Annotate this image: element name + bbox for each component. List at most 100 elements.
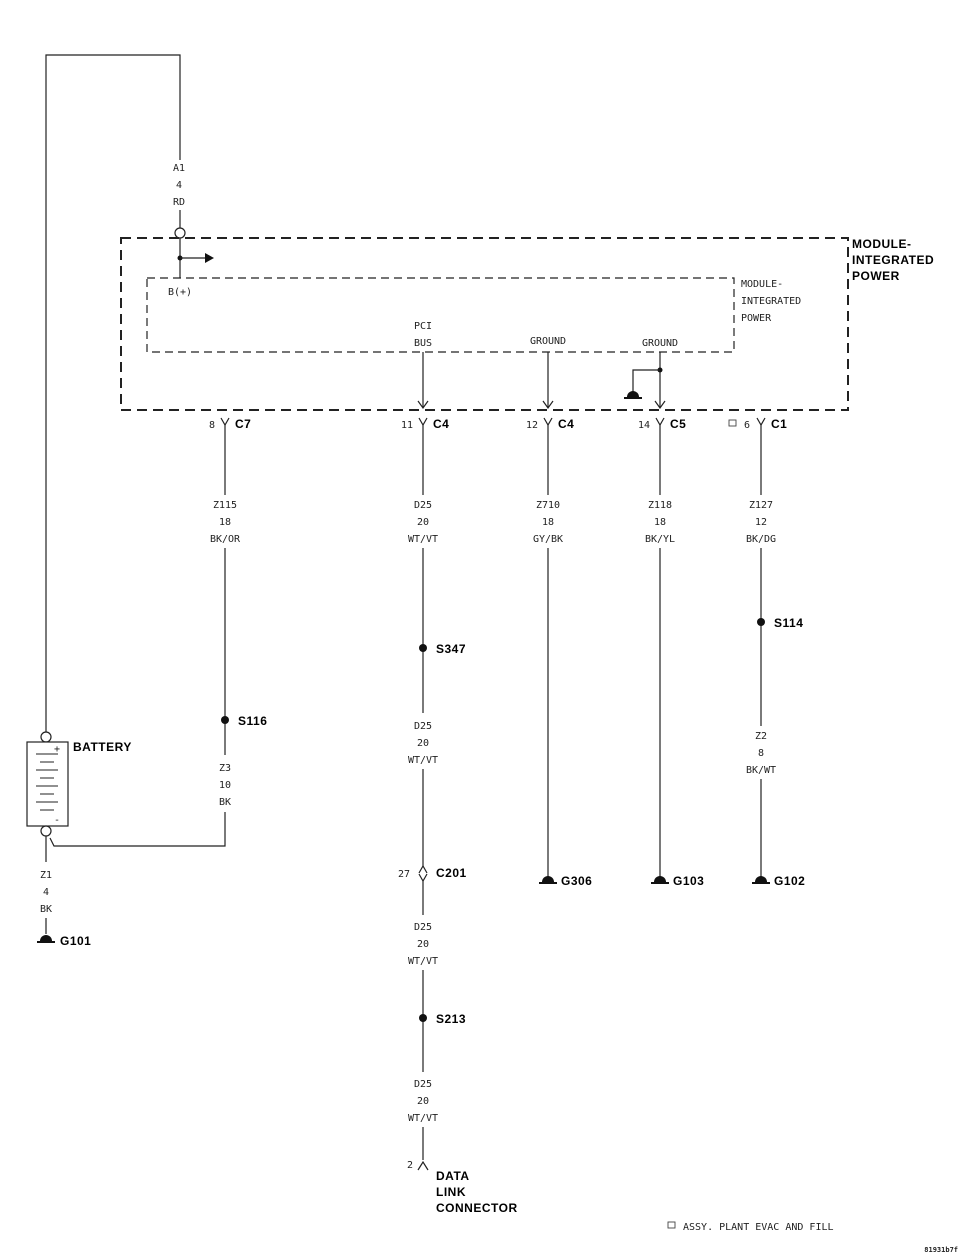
- connector-c201-icon: [418, 864, 428, 883]
- ground-g103-icon: [651, 876, 669, 884]
- internal-ground-icon: [624, 391, 642, 399]
- wire-d25d-gauge: 20: [417, 1096, 429, 1107]
- connector-c5: 14 C5: [638, 417, 686, 431]
- connector-name: C4: [433, 417, 449, 431]
- connector-pin: 12: [526, 420, 538, 431]
- legend-text: ASSY. PLANT EVAC AND FILL: [683, 1222, 834, 1233]
- splice-s347: [419, 644, 427, 652]
- battery-plus: +: [54, 744, 60, 755]
- connector-pin: 11: [401, 420, 413, 431]
- ground-g103-label: G103: [673, 874, 704, 888]
- wire-z1-circuit: Z1: [40, 870, 52, 881]
- module-outer-title-3: POWER: [852, 269, 900, 283]
- feed-circuit: A1: [173, 163, 185, 174]
- pci-label-2: BUS: [414, 338, 432, 349]
- battery-feed-wire: [45, 54, 186, 732]
- connector-name: C5: [670, 417, 686, 431]
- wire-z710-gauge: 18: [542, 517, 554, 528]
- wire-d25b-circuit: D25: [414, 721, 432, 732]
- dlc-connector-icon: [417, 1160, 429, 1171]
- module-inner-box: [146, 277, 735, 353]
- ground-g101-label: G101: [60, 934, 91, 948]
- wire-z3-circuit: Z3: [219, 763, 231, 774]
- wire-z115-color: BK/OR: [210, 534, 241, 545]
- pci-label-1: PCI: [414, 321, 432, 332]
- dlc-label-3: CONNECTOR: [436, 1201, 518, 1215]
- feed-gauge: 4: [176, 180, 182, 191]
- connector-pin: 8: [209, 420, 215, 431]
- wire-z2-gauge: 8: [758, 748, 764, 759]
- wire-z3-gauge: 10: [219, 780, 231, 791]
- ground-g306-label: G306: [561, 874, 592, 888]
- connector-name: C7: [235, 417, 251, 431]
- ground-g101-icon: [37, 935, 55, 943]
- module-inner-title-1: MODULE-: [741, 279, 783, 290]
- feed-color: RD: [173, 197, 185, 208]
- figure-id: 81931b7f: [924, 1246, 958, 1254]
- wire-d25d-circuit: D25: [414, 1079, 432, 1090]
- b-plus-label: B(+): [168, 287, 192, 298]
- wire-d25c-color: WT/VT: [408, 956, 438, 967]
- wire-z1-color: BK: [40, 904, 52, 915]
- wire-d25b-color: WT/VT: [408, 755, 438, 766]
- wire-z127-color: BK/DG: [746, 534, 776, 545]
- connector-name: C1: [771, 417, 787, 431]
- wire-z1-gauge: 4: [43, 887, 49, 898]
- module-outer-title-2: INTEGRATED: [852, 253, 934, 267]
- wire-z3-color: BK: [219, 797, 231, 808]
- connector-c1: 6 C1: [728, 417, 787, 431]
- wire-z2-circuit: Z2: [755, 731, 767, 742]
- wire-z115-circuit: Z115: [213, 500, 237, 511]
- connector-name: C4: [558, 417, 574, 431]
- connector-pin: 6: [744, 420, 750, 431]
- splice-s116-label: S116: [238, 714, 267, 728]
- wire-d25d-color: WT/VT: [408, 1113, 438, 1124]
- connector-c4-pci: 11 C4: [401, 417, 449, 431]
- wire-z115-gauge: 18: [219, 517, 231, 528]
- dlc-label-2: LINK: [436, 1185, 466, 1199]
- wire-d25c-circuit: D25: [414, 922, 432, 933]
- wire-z710-circuit: Z710: [536, 500, 560, 511]
- splice-s213: [419, 1014, 427, 1022]
- wire-d25c-gauge: 20: [417, 939, 429, 950]
- dlc-label-1: DATA: [436, 1169, 470, 1183]
- splice-s114: [757, 618, 765, 626]
- wire-d25a-color: WT/VT: [408, 534, 438, 545]
- ground-g102-label: G102: [774, 874, 805, 888]
- connector-c7: 8 C7: [209, 417, 251, 431]
- wire-z118-color: BK/YL: [645, 534, 675, 545]
- wire-z710-color: GY/BK: [533, 534, 563, 545]
- wire-d25a-gauge: 20: [417, 517, 429, 528]
- splice-s114-label: S114: [774, 616, 803, 630]
- module-inner-title-3: POWER: [741, 313, 772, 324]
- wire-z118-gauge: 18: [654, 517, 666, 528]
- c201-label: C201: [436, 866, 467, 880]
- ground-label-2: GROUND: [642, 338, 678, 349]
- wire-d25b-gauge: 20: [417, 738, 429, 749]
- module-outer-title-1: MODULE-: [852, 237, 912, 251]
- dlc-pin: 2: [407, 1160, 413, 1171]
- battery-icon: [26, 731, 69, 837]
- splice-s213-label: S213: [436, 1012, 466, 1026]
- wire-z127-circuit: Z127: [749, 500, 773, 511]
- splice-s116: [221, 716, 229, 724]
- module-outer-box: [120, 237, 849, 411]
- wire-d25a-circuit: D25: [414, 500, 432, 511]
- connector-pin: 14: [638, 420, 650, 431]
- b-plus-arrow: [205, 253, 214, 263]
- wire-z118-circuit: Z118: [648, 500, 672, 511]
- module-inner-title-2: INTEGRATED: [741, 296, 801, 307]
- connector-c4-ground: 12 C4: [526, 417, 574, 431]
- wire-z2-color: BK/WT: [746, 765, 776, 776]
- battery-label: BATTERY: [73, 740, 132, 754]
- c201-pin: 27: [398, 869, 410, 880]
- battery-minus: -: [54, 815, 60, 826]
- ground-g306-icon: [539, 876, 557, 884]
- assy-plant-marker-icon: [728, 419, 737, 427]
- legend-marker-icon: [667, 1221, 676, 1229]
- ground-label-1: GROUND: [530, 336, 566, 347]
- ground-g102-icon: [752, 876, 770, 884]
- wire-z127-gauge: 12: [755, 517, 767, 528]
- splice-s347-label: S347: [436, 642, 466, 656]
